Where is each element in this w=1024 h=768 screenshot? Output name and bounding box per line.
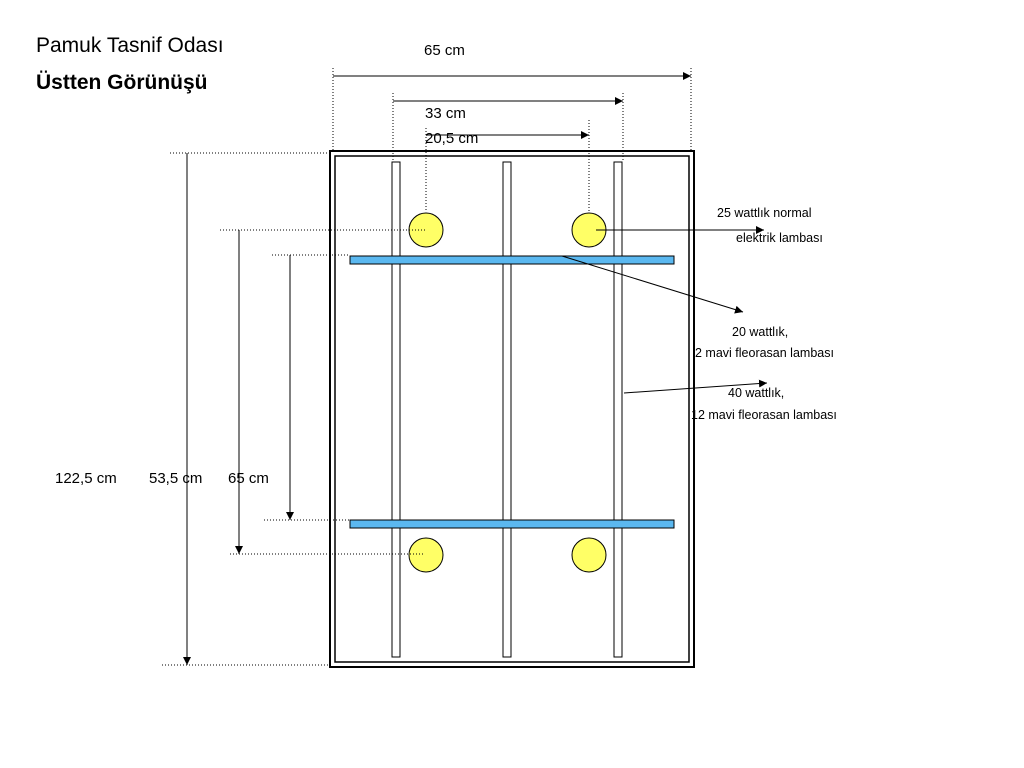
lamp-bottom-right — [571, 537, 607, 573]
dimension-height-lamps: 53,5 cm — [149, 470, 202, 487]
blue-tube-top — [349, 255, 675, 265]
note-tube20-line-1: 20 wattlık, — [732, 325, 788, 339]
dimension-width-total: 65 cm — [424, 42, 465, 59]
blue-tubes — [349, 255, 675, 529]
vertical-tube-3 — [613, 161, 623, 658]
note-incandescent-line-2: elektrik lambası — [736, 231, 823, 245]
note-tube40-line-1: 40 wattlık, — [728, 386, 784, 400]
dimension-width-small: 20,5 cm — [425, 130, 478, 147]
lamp-top-left — [408, 212, 444, 248]
title-line-2: Üstten Görünüşü — [36, 71, 208, 94]
note-tube20-line-2: 2 mavi fleorasan lambası — [695, 346, 834, 360]
lamps — [408, 212, 607, 573]
lamp-bottom-left — [408, 537, 444, 573]
dimension-width-mid: 33 cm — [425, 105, 466, 122]
vertical-tube-2 — [502, 161, 512, 658]
title-line-1: Pamuk Tasnif Odası — [36, 34, 224, 57]
room-outline — [329, 150, 695, 668]
leader-arrows — [561, 226, 768, 394]
dimension-height-total: 122,5 cm — [55, 470, 117, 487]
note-tube40-line-2: 12 mavi fleorasan lambası — [691, 408, 837, 422]
width-dimension-lines — [332, 68, 692, 212]
vertical-tube-leader-arrow — [623, 379, 768, 394]
note-incandescent-line-1: 25 wattlık normal — [717, 206, 811, 220]
dimension-height-tubes: 65 cm — [228, 470, 269, 487]
vertical-tube-1 — [391, 161, 401, 658]
blue-tube-bottom — [349, 519, 675, 529]
vertical-tubes — [391, 161, 623, 658]
height-dimension-lines — [162, 152, 425, 666]
blue-tube-leader-arrow — [561, 255, 744, 314]
